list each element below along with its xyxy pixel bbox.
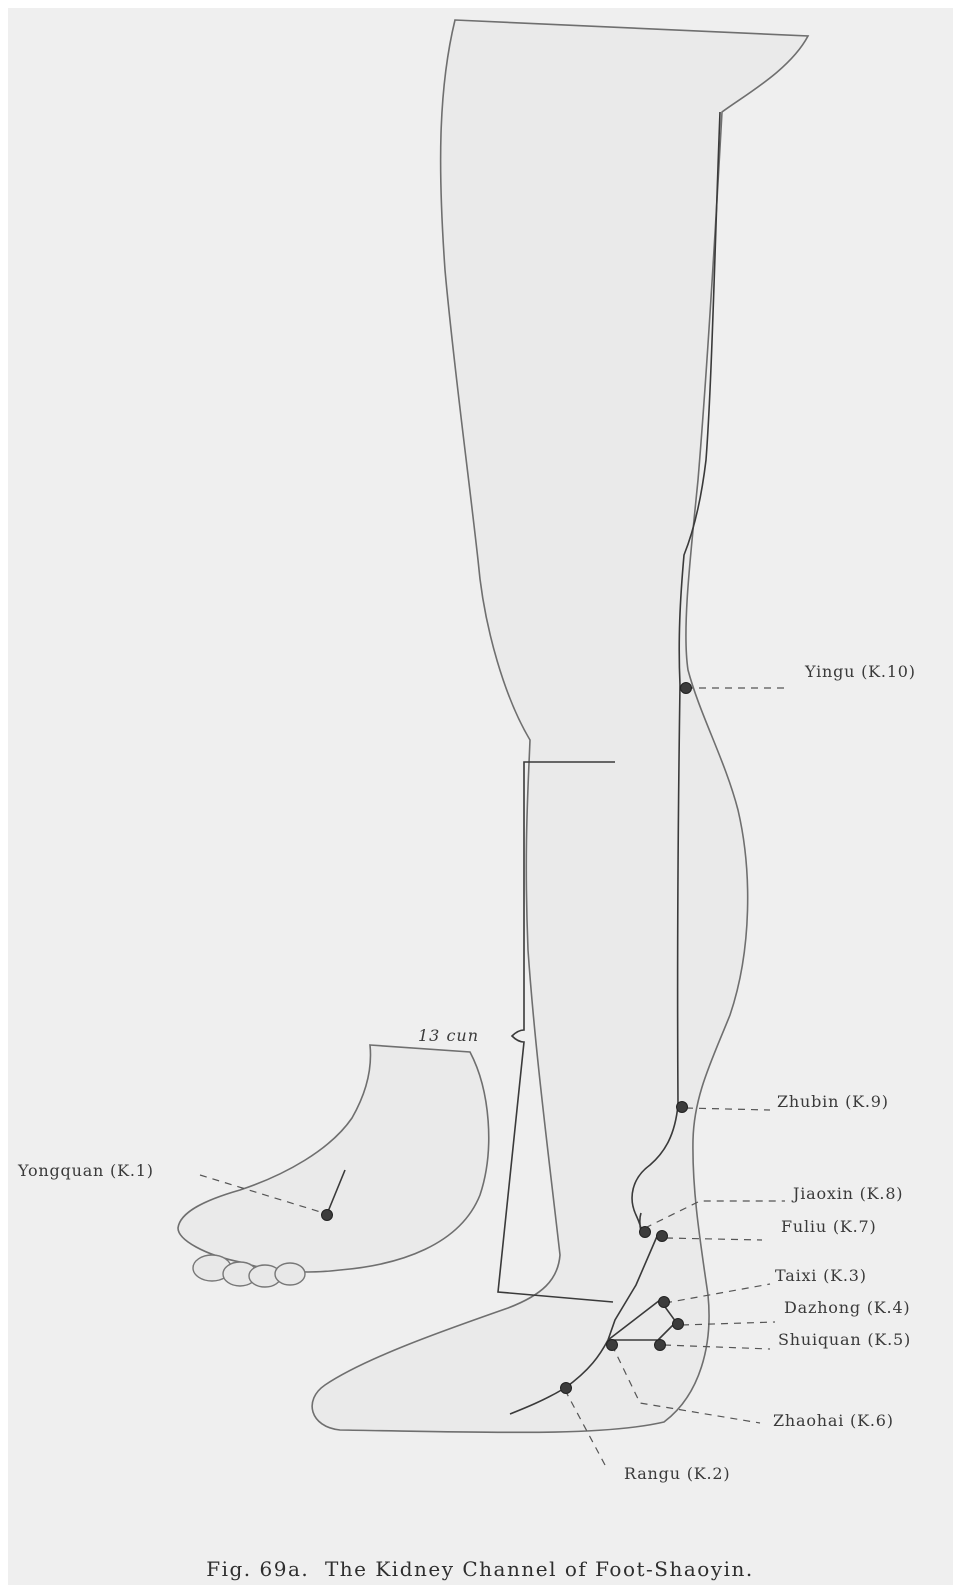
- acupoint-fuliu: [657, 1231, 668, 1242]
- acupoint-yingu: [681, 683, 692, 694]
- point-label-fuliu: Fuliu (K.7): [781, 1217, 877, 1236]
- point-label-yingu: Yingu (K.10): [804, 662, 916, 681]
- point-label-yongquan: Yongquan (K.1): [17, 1161, 154, 1180]
- acupoint-zhubin: [677, 1102, 688, 1113]
- acupoint-rangu: [561, 1383, 572, 1394]
- acupoint-dazhong: [673, 1319, 684, 1330]
- point-label-zhaohai: Zhaohai (K.6): [773, 1411, 894, 1430]
- acupoint-shuiquan: [655, 1340, 666, 1351]
- point-label-dazhong: Dazhong (K.4): [784, 1298, 910, 1317]
- point-label-shuiquan: Shuiquan (K.5): [778, 1330, 911, 1349]
- point-label-jiaoxin: Jiaoxin (K.8): [791, 1184, 903, 1203]
- measurement-label: 13 cun: [418, 1026, 479, 1045]
- acupoint-yongquan: [322, 1210, 333, 1221]
- point-label-zhubin: Zhubin (K.9): [777, 1092, 889, 1111]
- toe-shape: [275, 1263, 305, 1285]
- point-label-rangu: Rangu (K.2): [624, 1464, 730, 1483]
- point-label-taixi: Taixi (K.3): [775, 1266, 867, 1285]
- figure-caption: Fig. 69a. The Kidney Channel of Foot-Sha…: [206, 1557, 754, 1581]
- acupoint-jiaoxin: [640, 1227, 651, 1238]
- acupoint-taixi: [659, 1297, 670, 1308]
- acupoint-zhaohai: [607, 1340, 618, 1351]
